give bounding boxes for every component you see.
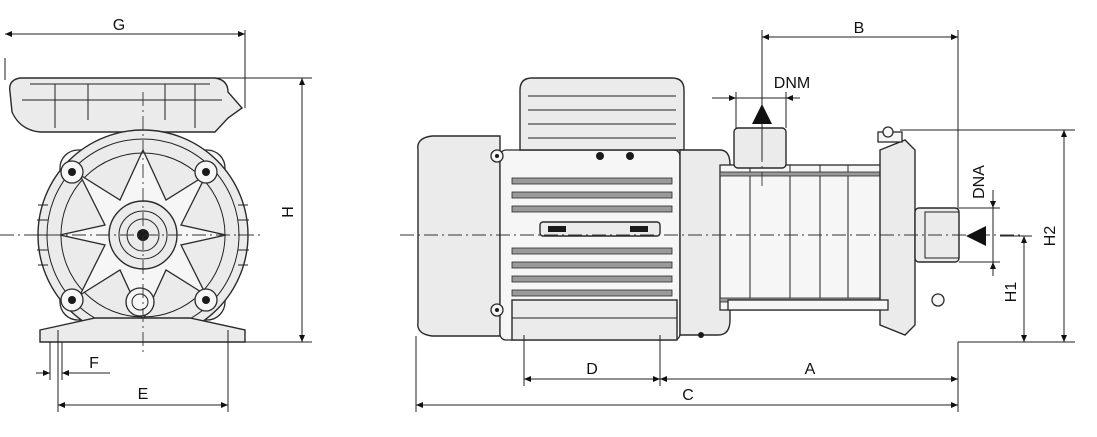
dimension-label-h1: H1 xyxy=(1003,282,1020,303)
pump-stages xyxy=(719,164,886,311)
dimension-label-a: A xyxy=(805,361,816,378)
dimension-label-c: C xyxy=(682,387,694,404)
front-terminal-box xyxy=(9,77,244,133)
dimension-label-dna: DNA xyxy=(971,165,988,199)
pump-stage-lines xyxy=(749,165,849,310)
front-view: G H F E xyxy=(0,17,312,412)
dimension-label-f: F xyxy=(89,355,99,372)
motor-fins xyxy=(511,177,673,297)
front-bolts xyxy=(60,160,218,312)
fan-cover xyxy=(417,135,501,337)
coupling xyxy=(679,149,731,336)
dimension-label-d: D xyxy=(586,361,598,378)
terminal-box xyxy=(519,77,685,151)
dimension-label-g: G xyxy=(113,17,125,34)
dimension-label-dnm: DNM xyxy=(774,75,810,92)
dimension-label-e: E xyxy=(138,386,149,403)
dimension-label-h: H xyxy=(280,206,297,218)
motor-foot xyxy=(511,299,678,341)
delivery-port xyxy=(733,127,787,169)
front-feet xyxy=(39,317,246,343)
dimension-label-h2: H2 xyxy=(1042,226,1059,247)
dna-flow-arrow xyxy=(966,226,986,246)
pump-head xyxy=(879,139,916,336)
side-view: B DNM DNA H2 H1 D A xyxy=(400,20,1075,412)
dnm-flow-arrow xyxy=(752,104,772,124)
dimension-label-b: B xyxy=(854,20,865,37)
